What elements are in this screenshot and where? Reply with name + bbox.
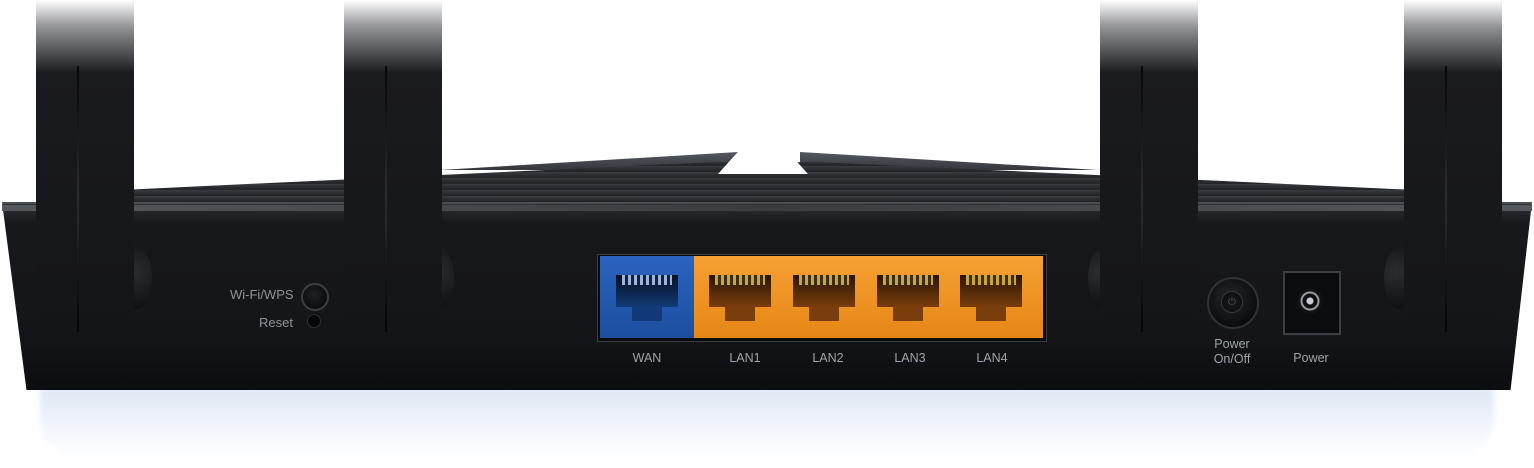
wan-port[interactable] [612,267,682,331]
lan4-label: LAN4 [976,351,1008,365]
power-switch-label-line1: Power [1214,337,1250,351]
antenna [344,0,442,332]
dc-power-jack-icon [1297,288,1323,314]
rj45-latch-slot [632,307,662,321]
lan2-port[interactable] [789,267,859,331]
rj45-pins [883,275,933,285]
lan1-port[interactable] [705,267,775,331]
rear-panel-edge [2,205,1532,211]
floor-reflection [40,388,1494,458]
power-button-icon: ⏻ [1221,291,1243,313]
rj45-latch-slot [809,307,839,321]
rj45-latch-slot [725,307,755,321]
rj45-pins [715,275,765,285]
lid-center-notch [718,152,808,174]
lan1-label: LAN1 [729,351,761,365]
reset-label: Reset [259,315,293,330]
rj45-pins [966,275,1016,285]
lan3-port[interactable] [873,267,943,331]
wifi-wps-button[interactable] [301,283,329,311]
lan2-label: LAN2 [812,351,844,365]
power-jack-label: Power [1293,351,1329,365]
lan3-label: LAN3 [894,351,926,365]
wifi-wps-label: Wi-Fi/WPS [230,287,294,302]
reset-pinhole[interactable] [307,314,321,328]
antenna [1404,0,1502,332]
rj45-latch-slot [893,307,923,321]
antenna [1100,0,1198,332]
antenna [36,0,134,332]
rj45-pins [799,275,849,285]
lan4-port[interactable] [956,267,1026,331]
wan-label: WAN [632,351,662,365]
rj45-pins [622,275,672,285]
rj45-latch-slot [976,307,1006,321]
power-switch-label-line2: On/Off [1213,352,1251,366]
power-switch-button[interactable] [1207,277,1259,329]
